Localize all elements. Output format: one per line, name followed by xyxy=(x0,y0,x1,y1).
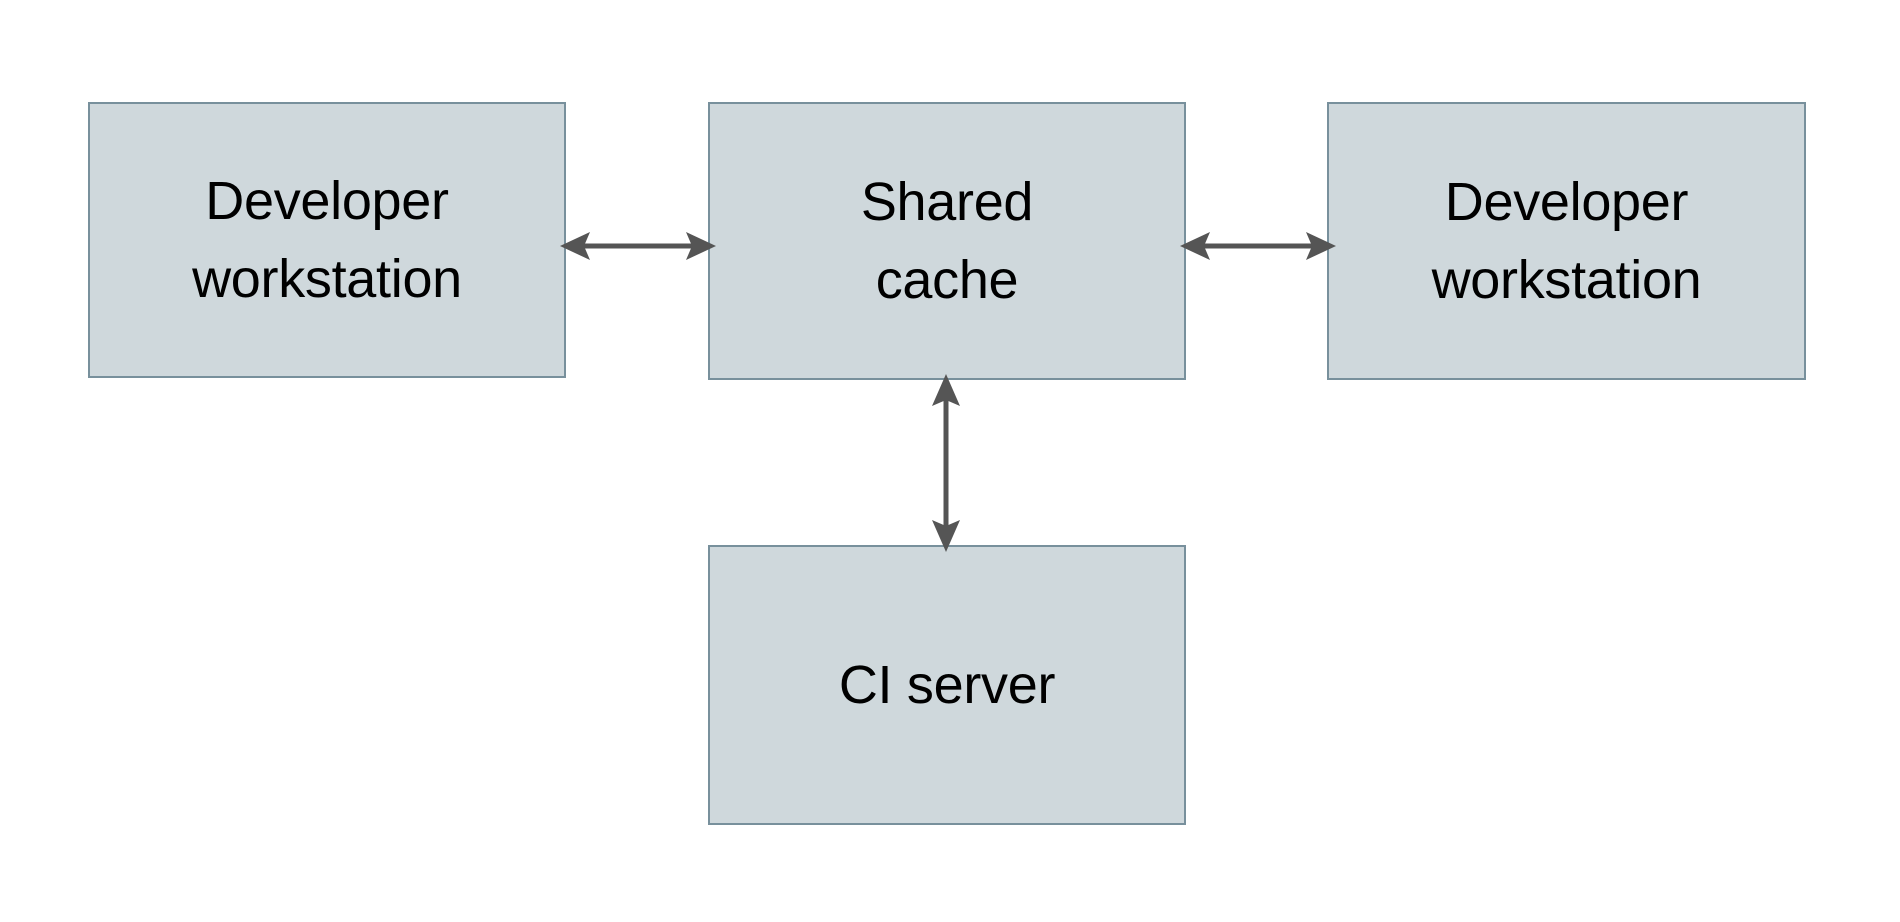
node-label-developer-workstation-right: Developer workstation xyxy=(1431,171,1702,310)
double-headed-arrow-icon xyxy=(1180,232,1336,260)
node-ci-server[interactable]: CI server xyxy=(708,545,1186,825)
double-headed-arrow-icon xyxy=(560,232,716,260)
node-developer-workstation-left[interactable]: Developer workstation xyxy=(88,102,566,378)
node-developer-workstation-right[interactable]: Developer workstation xyxy=(1327,102,1806,380)
edge-shared-cache-to-ci-server xyxy=(932,374,960,552)
node-label-ci-server: CI server xyxy=(838,654,1056,715)
edge-shared-cache-to-developer-workstation-right xyxy=(1180,232,1336,260)
double-headed-arrow-icon xyxy=(932,374,960,552)
node-label-developer-workstation-left: Developer workstation xyxy=(192,170,462,309)
edge-developer-workstation-left-to-shared-cache xyxy=(560,232,716,260)
node-shared-cache[interactable]: Shared cache xyxy=(708,102,1186,380)
node-label-shared-cache: Shared cache xyxy=(860,171,1034,310)
